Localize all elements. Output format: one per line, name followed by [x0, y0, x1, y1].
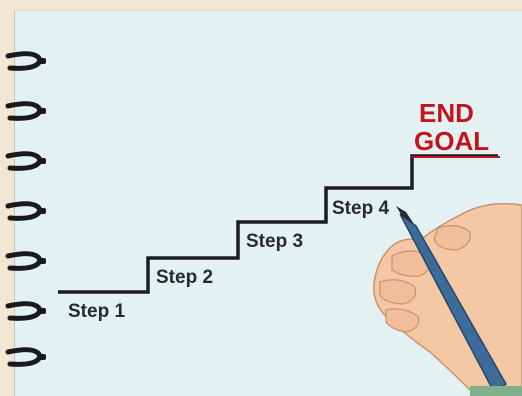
corner-accent — [470, 386, 522, 396]
thumb-icon — [434, 226, 470, 250]
finger-icon — [380, 280, 416, 304]
